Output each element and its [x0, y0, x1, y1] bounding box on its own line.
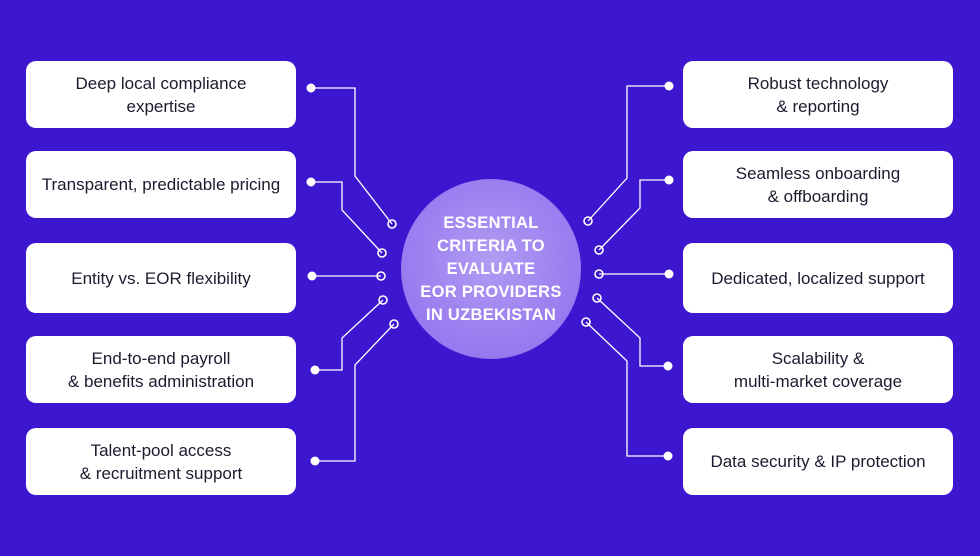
- connector-left-2-end-dot: [376, 271, 386, 281]
- connector-left-1-start-dot: [306, 177, 316, 187]
- connector-left-0-end-dot: [387, 219, 397, 229]
- connector-left-4: [315, 323, 395, 462]
- connector-right-1: [598, 179, 669, 251]
- connector-left-0-start-dot: [306, 83, 316, 93]
- criterion-card-technology: Robust technology & reporting: [683, 61, 953, 128]
- connector-left-3-start-dot: [310, 365, 320, 375]
- connector-left-4-end-dot: [389, 319, 399, 329]
- connector-left-4-start-dot: [310, 456, 320, 466]
- connector-right-4-start-dot: [663, 451, 673, 461]
- criterion-card-talent-pool: Talent-pool access & recruitment support: [26, 428, 296, 495]
- connector-right-2-end-dot: [594, 269, 604, 279]
- connector-right-0: [587, 85, 669, 222]
- connector-right-1-start-dot: [664, 175, 674, 185]
- criterion-card-pricing: Transparent, predictable pricing: [26, 151, 296, 218]
- criterion-card-onboarding: Seamless onboarding & offboarding: [683, 151, 953, 218]
- connector-right-0-end-dot: [583, 216, 593, 226]
- criterion-card-entity-flexibility: Entity vs. EOR flexibility: [26, 243, 296, 313]
- connector-right-4-end-dot: [581, 317, 591, 327]
- connector-left-2-start-dot: [307, 271, 317, 281]
- criterion-card-data-security: Data security & IP protection: [683, 428, 953, 495]
- criterion-card-compliance: Deep local compliance expertise: [26, 61, 296, 128]
- criterion-card-localized-support: Dedicated, localized support: [683, 243, 953, 313]
- connector-right-3: [596, 297, 668, 367]
- connector-left-3-end-dot: [378, 295, 388, 305]
- connector-left-1-end-dot: [377, 248, 387, 258]
- criterion-card-payroll: End-to-end payroll & benefits administra…: [26, 336, 296, 403]
- connector-left-3: [315, 299, 384, 371]
- connector-left-1: [311, 181, 383, 254]
- connector-right-3-start-dot: [663, 361, 673, 371]
- connector-right-4: [585, 321, 668, 457]
- connector-right-3-end-dot: [592, 293, 602, 303]
- center-hub-title: ESSENTIAL CRITERIA TO EVALUATE EOR PROVI…: [401, 179, 581, 359]
- connector-right-1-end-dot: [594, 245, 604, 255]
- connector-right-0-start-dot: [664, 81, 674, 91]
- connector-left-0: [311, 87, 393, 225]
- connector-right-2-start-dot: [664, 269, 674, 279]
- criterion-card-scalability: Scalability & multi-market coverage: [683, 336, 953, 403]
